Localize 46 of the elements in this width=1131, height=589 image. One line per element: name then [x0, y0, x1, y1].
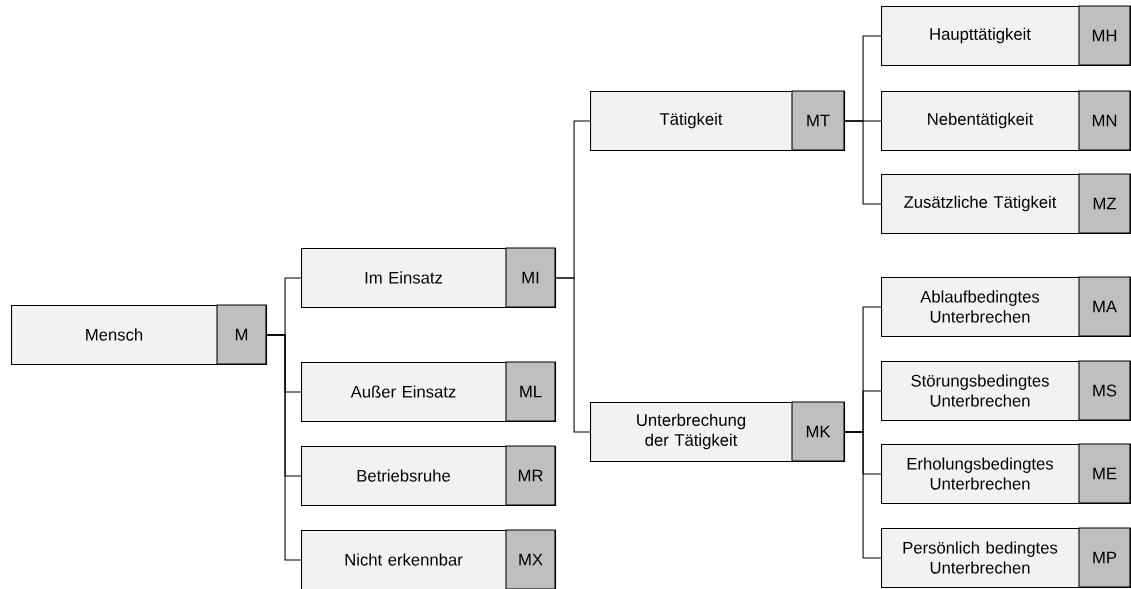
category-box: [881, 5, 1131, 67]
category-label: Erholungsbedingtes Unterbrechen: [907, 457, 1054, 490]
category-label: Haupttätigkeit: [930, 27, 1031, 44]
category-box: [881, 173, 1131, 235]
category-label: Betriebsruhe: [357, 469, 450, 482]
code-label: MX: [519, 553, 543, 566]
category-label: Außer Einsatz: [350, 385, 456, 398]
category-box: [881, 527, 1131, 589]
category-box: [11, 304, 268, 366]
category-box: [881, 90, 1131, 152]
category-label: Nicht erkennbar: [345, 553, 463, 566]
connector-line: [266, 334, 302, 561]
code-label: MS: [1093, 384, 1117, 397]
code-label: MN: [1092, 114, 1117, 127]
code-label: MP: [1093, 551, 1117, 564]
connector-line: [844, 120, 882, 205]
category-box: [881, 443, 1131, 505]
code-label: MZ: [1093, 197, 1117, 210]
category-box: [301, 529, 557, 589]
code-label: MA: [1093, 300, 1117, 313]
connector-line: [844, 431, 882, 559]
category-label: Ablaufbedingtes Unterbrechen: [920, 290, 1040, 323]
category-label: Tätigkeit: [659, 112, 723, 129]
code-label: MR: [518, 469, 543, 482]
category-label: Störungsbedingtes Unterbrechen: [911, 374, 1049, 407]
category-box: [301, 445, 557, 507]
category-label: Im Einsatz: [365, 271, 443, 284]
code-label: ML: [520, 385, 542, 398]
category-box: [590, 401, 846, 463]
code-label: MK: [806, 425, 831, 438]
category-box: [881, 276, 1131, 338]
code-label: M: [235, 328, 248, 341]
connector-line: [555, 277, 591, 433]
category-label: Zusätzliche Tätigkeit: [904, 195, 1057, 212]
category-box: [590, 90, 846, 152]
code-label: MH: [1092, 29, 1117, 42]
code-label: MT: [807, 114, 830, 127]
category-box: [301, 361, 557, 423]
category-label: Unterbrechung der Tätigkeit: [637, 413, 746, 450]
category-box: [301, 247, 557, 309]
category-label: Nebentätigkeit: [928, 112, 1034, 129]
category-label: Persönlich bedingtes Unterbrechen: [903, 541, 1058, 574]
category-label: Mensch: [86, 328, 143, 341]
code-label: ME: [1093, 467, 1117, 480]
category-box: [881, 360, 1131, 422]
code-label: MI: [522, 271, 539, 284]
